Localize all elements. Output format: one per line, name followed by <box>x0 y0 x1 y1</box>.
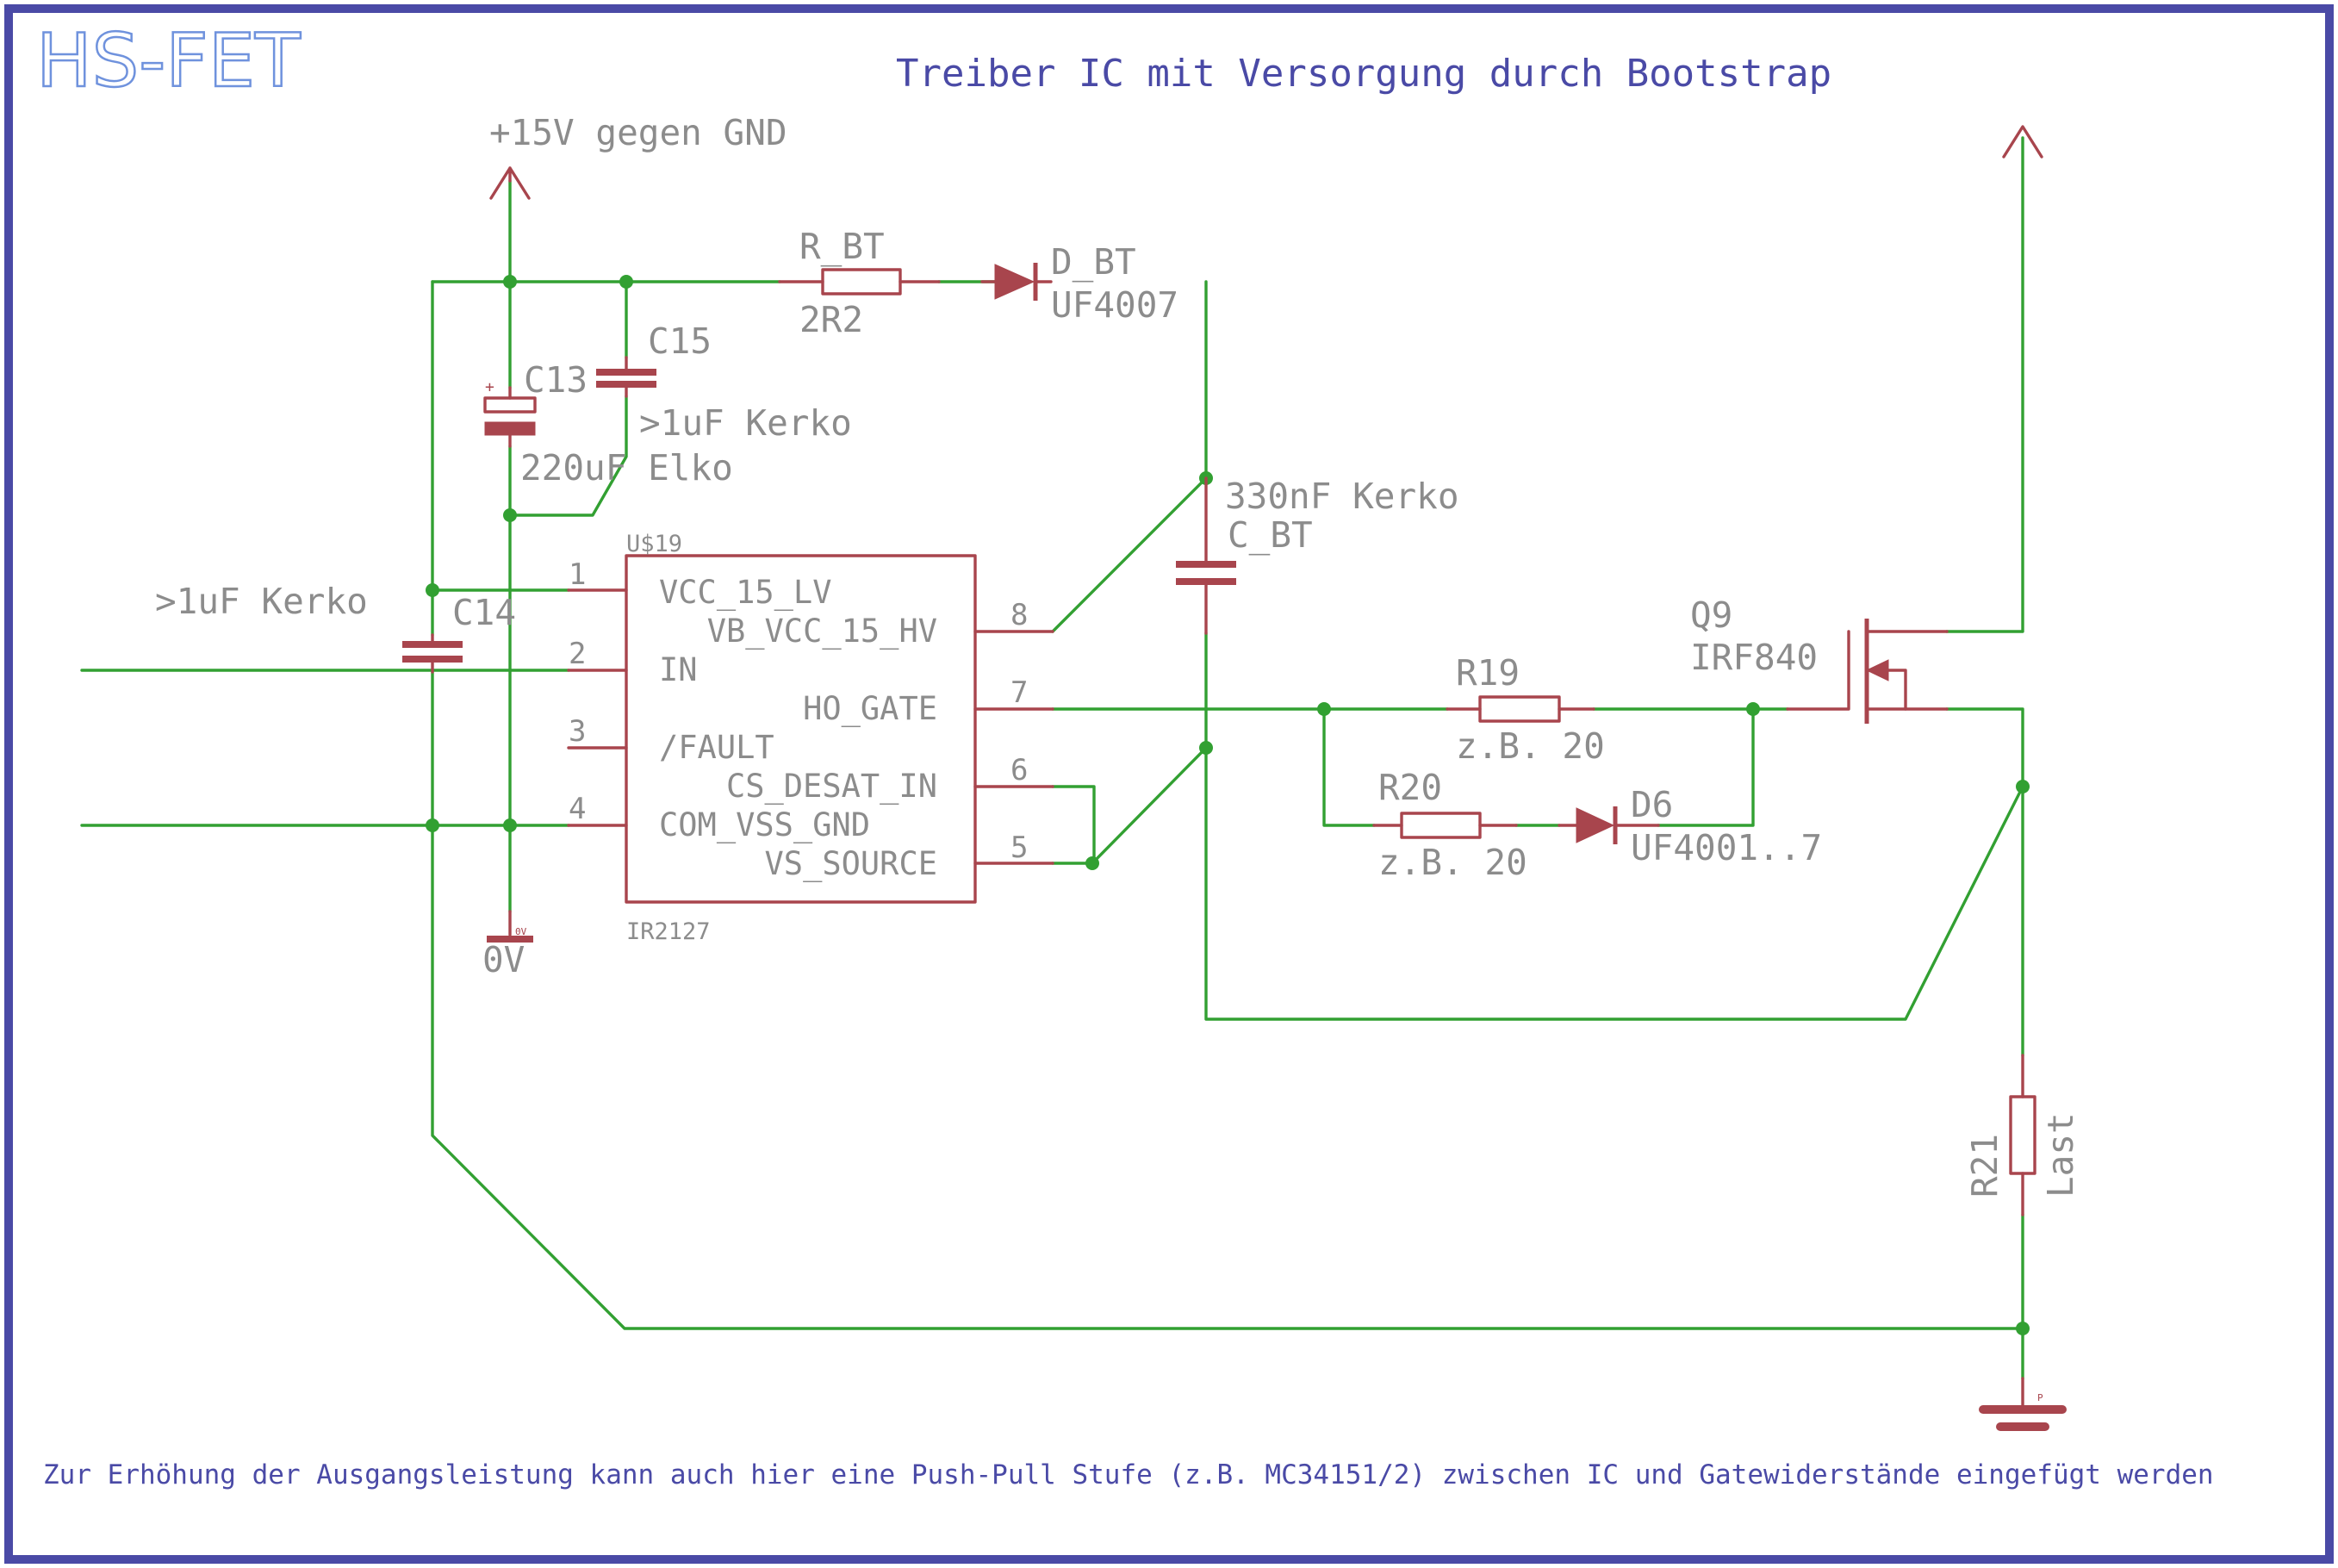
mosfet-q9 <box>1786 619 1949 724</box>
supply-arrow-drain <box>2002 125 2043 159</box>
ic-pin-name: IN <box>659 651 698 688</box>
c15-value: >1uF Kerko <box>639 402 852 444</box>
ic-pin-name: VB_VCC_15_HV <box>707 613 937 650</box>
r-bt-value: 2R2 <box>799 299 863 340</box>
ground-symbol-0v: 0V <box>487 910 533 943</box>
ground-symbol-load: P <box>1979 1377 2067 1431</box>
ic-pin-num: 8 <box>1010 598 1028 632</box>
resistor-r20 <box>1372 812 1518 839</box>
d6-name: D6 <box>1631 784 1673 825</box>
ic-pin-num: 2 <box>569 637 586 671</box>
ic-pin-name: VCC_15_LV <box>659 574 831 612</box>
brand-logo: HS-FET <box>36 18 301 104</box>
ic-pin-num: 6 <box>1010 753 1028 787</box>
c14-name: C14 <box>452 592 516 633</box>
capacitor-c15 <box>596 356 656 398</box>
ground-label: 0V <box>482 939 525 980</box>
resistor-r19 <box>1446 695 1595 723</box>
ic-pin-name: /FAULT <box>659 729 774 766</box>
ic-pin-name: VS_SOURCE <box>765 845 937 883</box>
d6-value: UF4001..7 <box>1631 827 1822 868</box>
ic-pin-num: 1 <box>569 557 586 592</box>
r-bt-name: R_BT <box>799 226 885 267</box>
c15-name: C15 <box>648 320 712 362</box>
wires <box>80 136 2024 1380</box>
svg-text:0V: 0V <box>515 926 527 937</box>
ic-ir2127 <box>567 554 1054 904</box>
ic-pin-num: 5 <box>1010 831 1028 865</box>
svg-text:+: + <box>485 378 494 396</box>
r21-name: R21 <box>1964 1134 2005 1198</box>
ic-pin-num: 7 <box>1010 675 1028 710</box>
c13-value: 220uF Elko <box>520 447 733 488</box>
junctions <box>426 275 2030 1335</box>
resistor-r-bt <box>778 268 941 296</box>
drawing-frame <box>4 4 2334 1564</box>
ic-part: IR2127 <box>626 918 711 945</box>
diode-d-bt <box>980 263 1053 301</box>
ic-pin-num: 4 <box>569 792 586 826</box>
q9-value: IRF840 <box>1690 637 1818 678</box>
footer-note: Zur Erhöhung der Ausgangsleistung kann a… <box>43 1459 2214 1490</box>
d-bt-value: UF4007 <box>1051 284 1178 326</box>
r19-name: R19 <box>1456 652 1520 694</box>
diode-d6 <box>1558 806 1660 844</box>
capacitor-c-bt <box>1176 476 1236 635</box>
supply-label: +15V gegen GND <box>489 112 787 153</box>
r19-value: z.B. 20 <box>1456 725 1605 767</box>
capacitor-c14 <box>402 633 463 674</box>
c14-value: >1uF Kerko <box>155 581 368 622</box>
resistor-r21-load <box>2009 1054 2036 1216</box>
ic-ref: U$19 <box>626 531 682 557</box>
c13-name: C13 <box>524 359 588 401</box>
ic-pin-num: 3 <box>569 714 586 749</box>
d-bt-name: D_BT <box>1051 241 1136 283</box>
schematic-title: Treiber IC mit Versorgung durch Bootstra… <box>896 52 1831 96</box>
c-bt-name: C_BT <box>1228 514 1313 556</box>
ic-pin-name: CS_DESAT_IN <box>726 768 937 806</box>
ic-pin-name: HO_GATE <box>803 690 937 728</box>
r20-name: R20 <box>1378 767 1442 808</box>
r20-value: z.B. 20 <box>1378 842 1527 883</box>
r21-value: Last <box>2040 1112 2081 1198</box>
capacitor-c13: + <box>483 378 537 448</box>
q9-name: Q9 <box>1690 594 1732 636</box>
c-bt-value: 330nF Kerko <box>1225 476 1459 517</box>
svg-text:P: P <box>2037 1392 2043 1403</box>
ic-pin-name: COM_VSS_GND <box>659 806 870 844</box>
supply-arrow-15v <box>489 166 531 200</box>
